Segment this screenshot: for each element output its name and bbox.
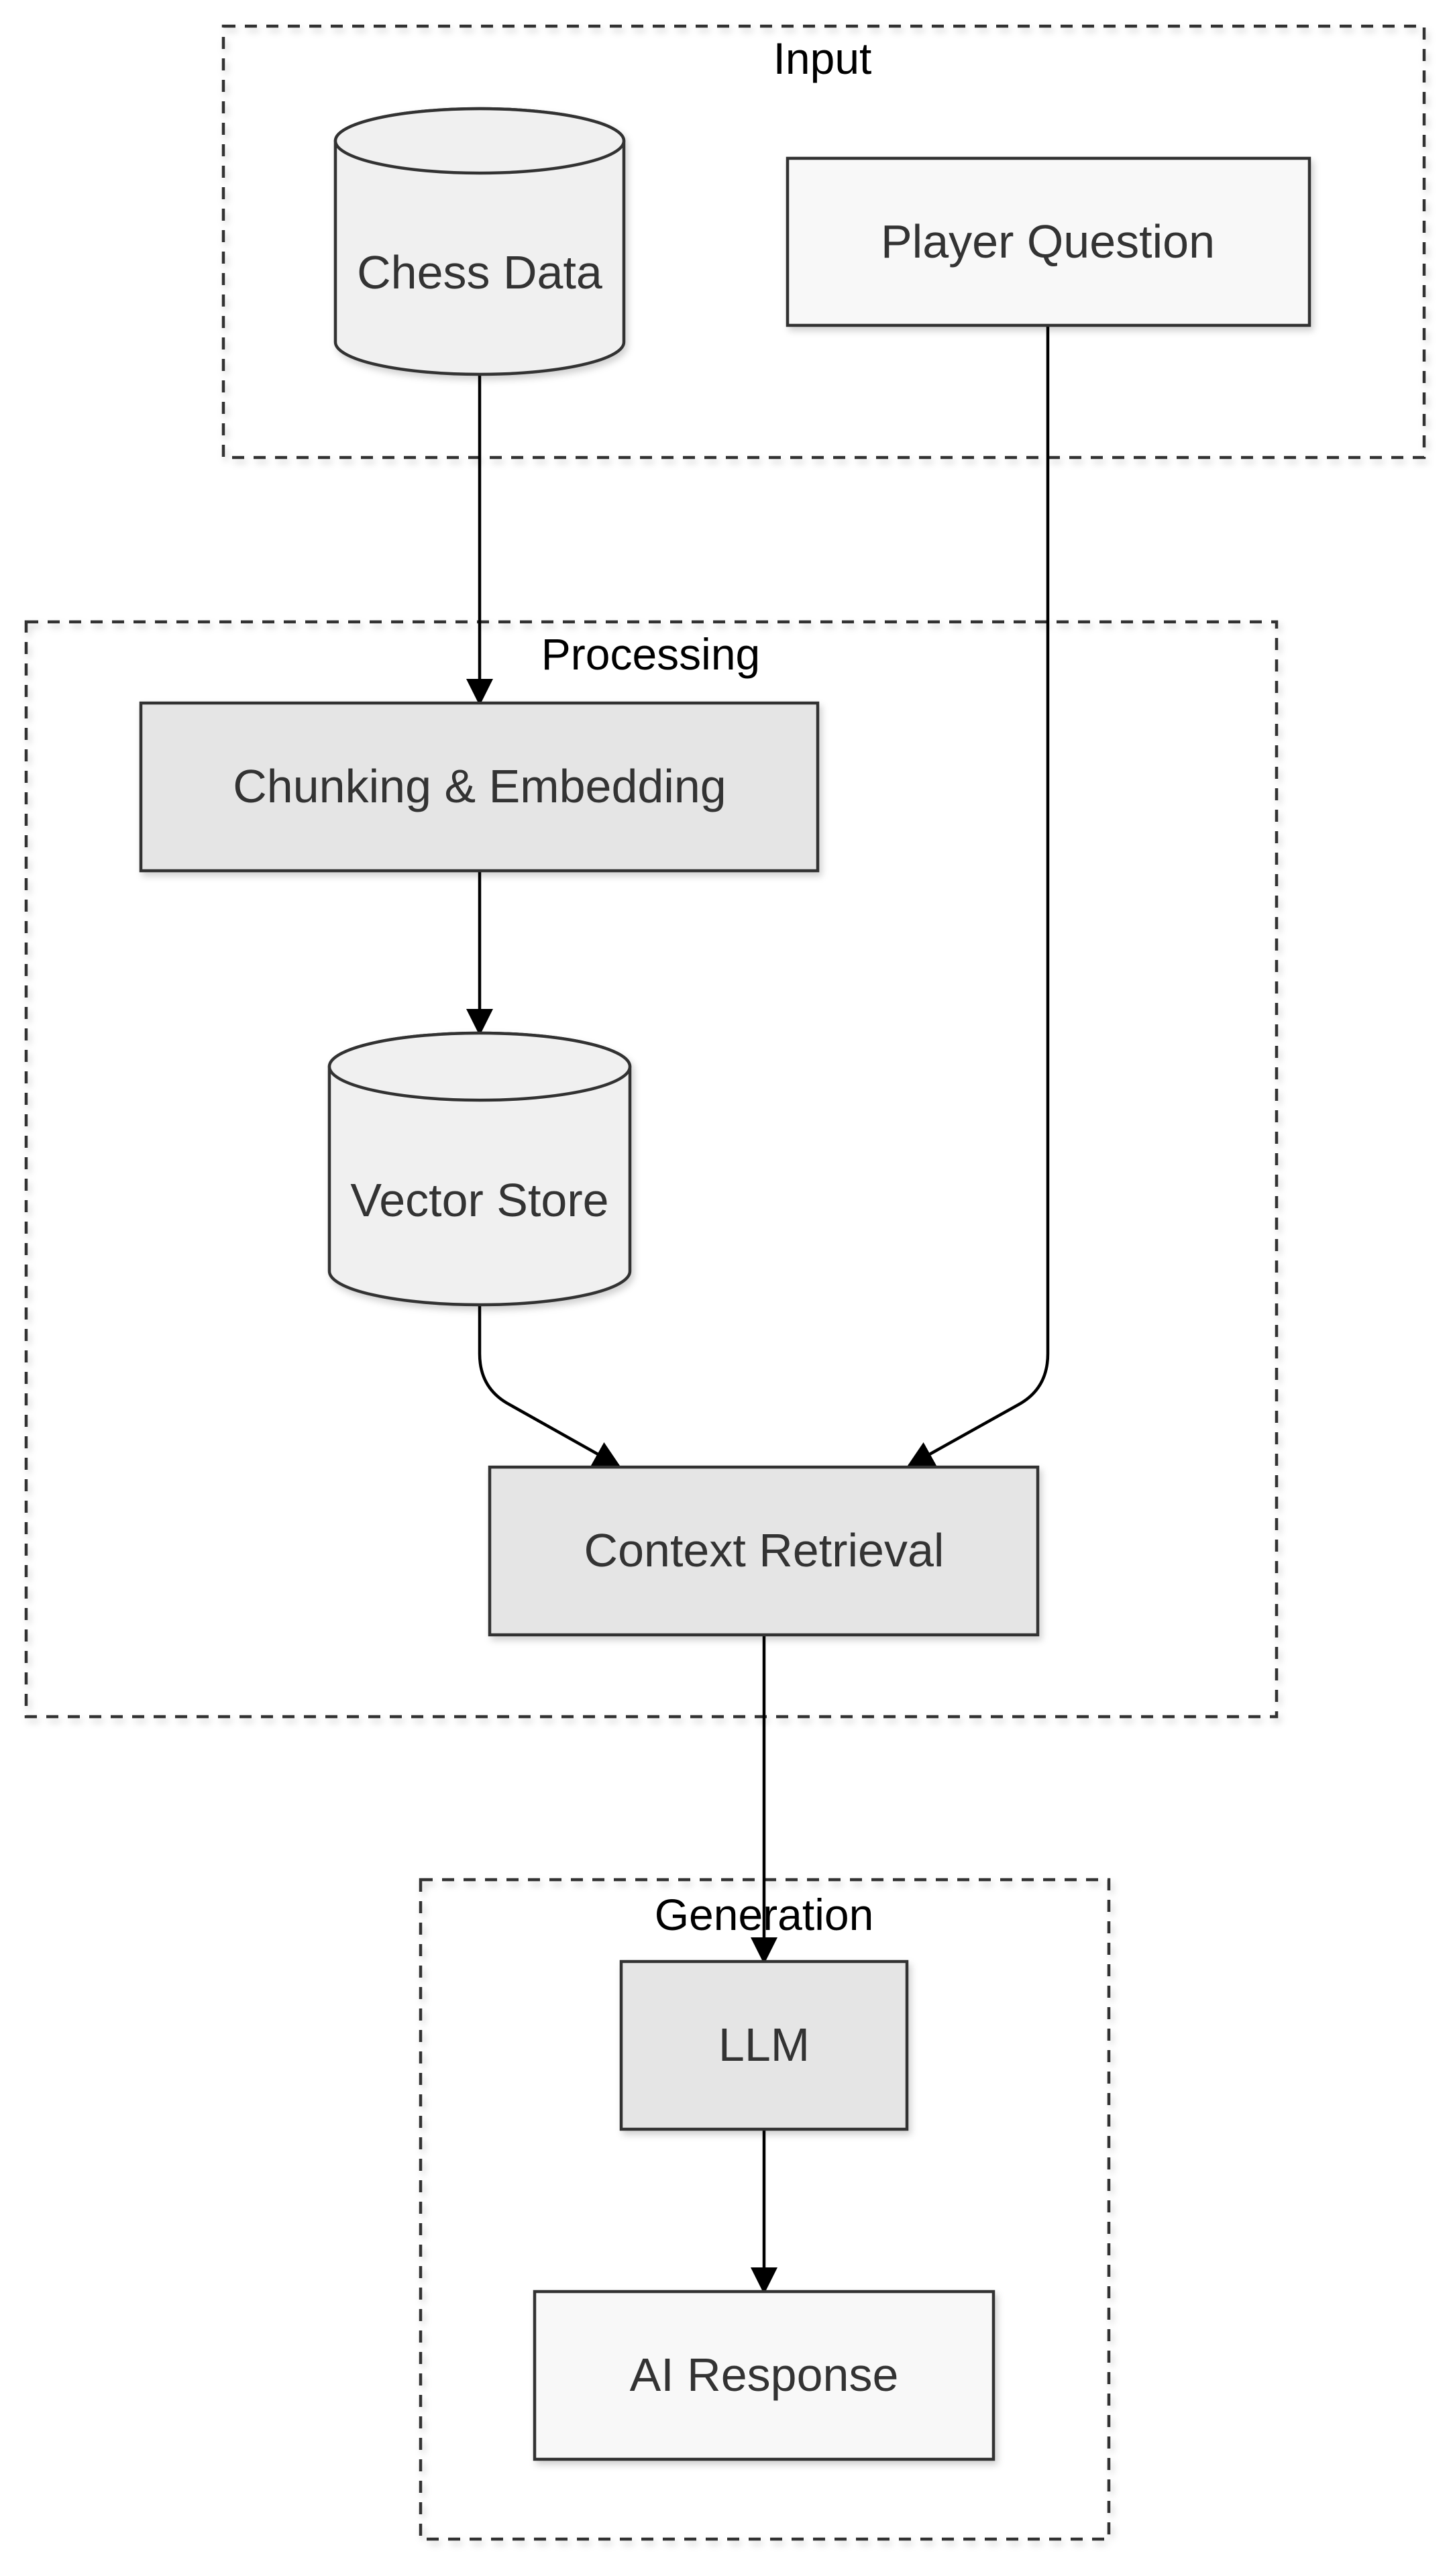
node-context-retrieval [488,1465,1040,1637]
cluster-processing: Processing [24,620,1279,1719]
cluster-input-title: Input [773,34,872,83]
edge-vectorstore-to-retrieval [478,1305,621,1467]
node-chess-data [333,107,626,376]
node-vector-store [327,1031,632,1307]
node-ai-response [533,2290,995,2461]
player-question-label: Player Question [881,215,1215,268]
cluster-processing-title: Processing [541,629,761,679]
node-player-question [786,156,1311,327]
node-chunking-embedding [139,701,820,873]
chunking-embedding-label: Chunking & Embedding [233,760,726,812]
context-retrieval-label: Context Retrieval [584,1524,945,1576]
llm-label: LLM [718,2019,810,2071]
vector-store-label: Vector Store [350,1174,608,1226]
node-llm [619,1960,909,2131]
cluster-input: Input [221,24,1426,460]
ai-response-label: AI Response [630,2349,899,2401]
chess-data-label: Chess Data [357,246,602,299]
edge-question-to-retrieval [906,325,1050,1467]
